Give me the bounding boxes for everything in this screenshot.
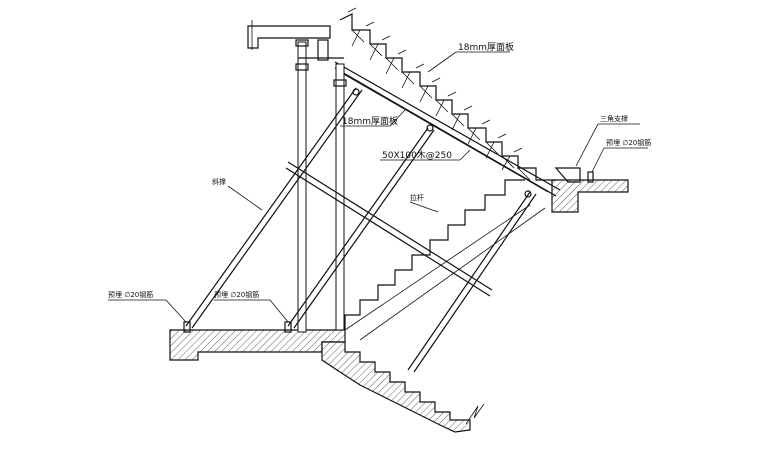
label-anchor-center: 预埋 ∅20钢筋 [214,290,259,299]
left-floor-slab [169,329,346,361]
stay-line-1 [344,204,531,331]
leader-joist-d [459,149,471,161]
leader-anchor-center-d [269,299,289,323]
leader-diagonal-brace [227,185,263,211]
clamp-2 [426,124,434,132]
top-landing-beam [247,25,331,49]
diagonal-brace-left [185,87,363,329]
label-joist: 50X100木@250 [382,149,452,161]
formwork-soffit-board-lower [334,67,557,197]
label-formwork-top: 18mm厚面板 [458,41,514,53]
stay-line-2 [359,207,546,341]
clamp-3 [524,190,532,198]
anchor-left-marker [183,321,191,333]
pole-cap-1 [295,63,309,71]
leader-horizontal-tie [409,201,439,213]
leader-formwork-mid-d [389,109,406,127]
horizontal-tie [285,161,493,297]
label-anchor-left: 预埋 ∅20钢筋 [108,290,153,299]
stair-step-profile [344,179,525,330]
right-landing [551,179,629,213]
pole-cap-1-top [295,39,309,47]
label-diagonal-brace: 斜撑 [212,177,226,186]
lower-stair-flight [321,341,471,433]
label-horizontal-tie: 拉杆 [410,193,424,202]
label-triangle-support: 三角支撑 [600,114,628,123]
diagonal-brace-center [287,127,435,329]
beam-support-block [317,39,329,61]
diagonal-brace-right [407,191,537,373]
clamp-1 [352,88,360,96]
leader-formwork-top [427,51,457,73]
formwork-soffit-board [334,61,561,191]
label-anchor-right: 预埋 ∅20钢筋 [606,138,651,147]
triangle-support [554,167,581,183]
leader-anchor-left-d [165,299,187,323]
leader-triangle-d [575,123,599,167]
break-line-bottom [465,403,485,425]
joist-line [339,71,549,193]
vertical-pole-1 [297,41,307,333]
label-formwork-mid: 18mm厚面板 [342,115,398,127]
pole-cap-2 [333,79,347,87]
leader-anchor-right-d [591,147,605,173]
tread-brackets [351,29,531,181]
tread-top-ticks [347,7,523,153]
anchor-right-marker [587,171,594,183]
